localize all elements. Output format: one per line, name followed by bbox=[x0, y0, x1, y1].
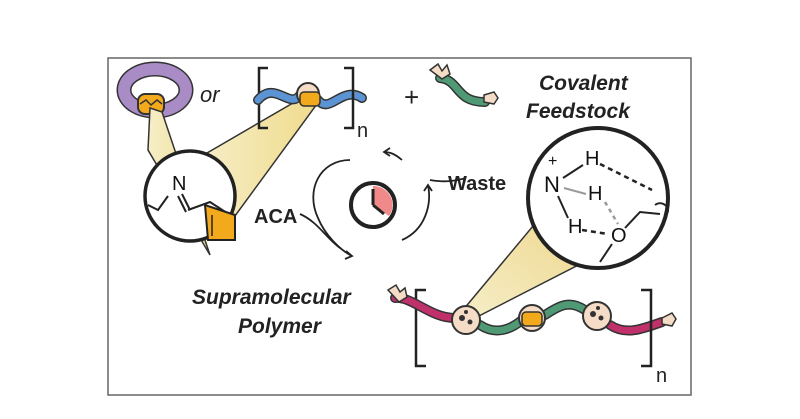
hbond-zoom-circle: + N H H H O bbox=[526, 126, 670, 270]
imine-zoom-circle: N bbox=[143, 149, 237, 243]
h-mid-atom: H bbox=[588, 183, 602, 205]
clock-icon bbox=[349, 181, 397, 229]
h-bottom-atom: H bbox=[568, 216, 582, 238]
h-top-atom: H bbox=[585, 148, 599, 170]
bracket-right-bottom bbox=[641, 288, 653, 368]
ammonium-n-atom: N bbox=[544, 172, 560, 197]
feedstock-label: Feedstock bbox=[526, 100, 631, 123]
bracket-left-bottom bbox=[414, 288, 426, 368]
linear-polymer-icon bbox=[253, 82, 367, 110]
aca-label: ACA bbox=[254, 206, 297, 228]
supramolecular-chain bbox=[386, 283, 677, 336]
covalent-label: Covalent bbox=[539, 72, 629, 95]
polymer-label: Polymer bbox=[238, 315, 323, 338]
waste-label: Waste bbox=[448, 173, 506, 195]
macrocycle-icon bbox=[116, 61, 194, 119]
n-subscript-bottom: n bbox=[656, 365, 667, 387]
n-subscript-top: n bbox=[357, 120, 368, 142]
supramolecular-label: Supramolecular bbox=[192, 286, 353, 309]
plus-charge: + bbox=[548, 153, 557, 170]
bracket-right-top bbox=[344, 66, 355, 130]
waste-arrow bbox=[429, 177, 467, 183]
imine-n-atom: N bbox=[172, 173, 186, 195]
oxygen-atom: O bbox=[611, 225, 627, 247]
exchange-cycle bbox=[299, 147, 433, 260]
or-label: or bbox=[200, 82, 221, 107]
plus-sign: + bbox=[404, 82, 419, 112]
outer-frame bbox=[107, 57, 692, 396]
monomer-icon bbox=[428, 62, 499, 107]
